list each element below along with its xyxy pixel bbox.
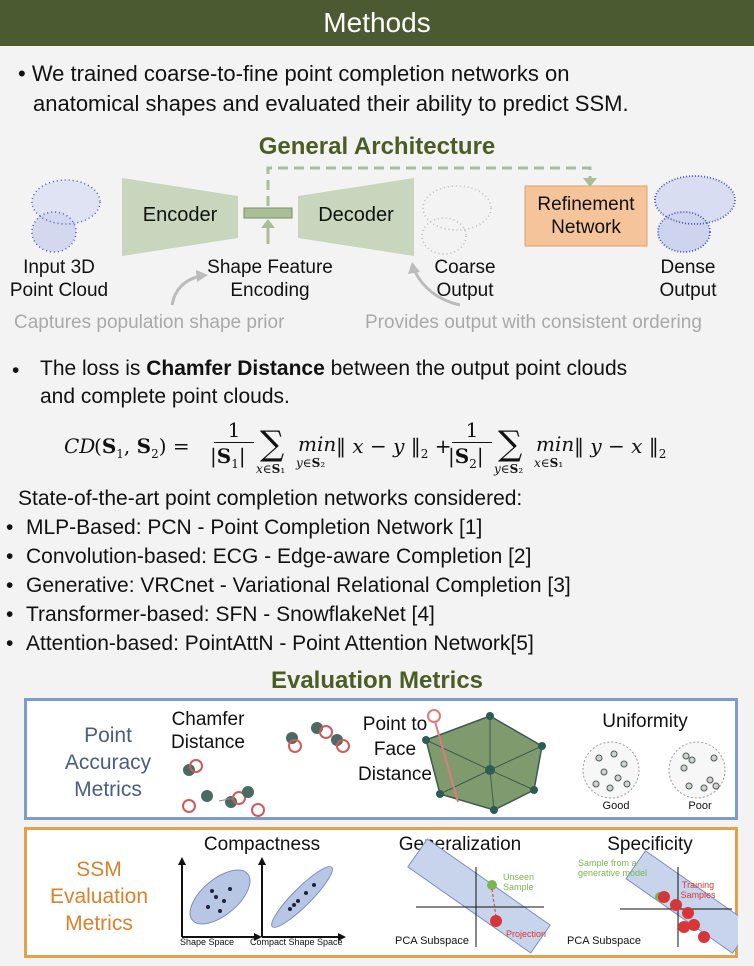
input-label: Input 3D Point Cloud: [9, 257, 109, 301]
loss-post: between the output point clouds: [324, 357, 628, 380]
refinement-label: Refinement Network: [537, 194, 635, 238]
caption-right: Provides output with consistent ordering: [365, 312, 702, 333]
decoder-label: Decoder: [318, 204, 394, 226]
uniformity-illustration: [582, 741, 726, 799]
refinement-block: [524, 185, 648, 247]
sample-generative-label: Sample from a generative model: [578, 858, 648, 878]
list-item: Attention-based: PointAttN - Point Atten…: [0, 629, 740, 658]
networks-heading: State-of-the-art point completion networ…: [18, 487, 523, 510]
list-item: Generative: VRCnet - Variational Relatio…: [0, 571, 740, 600]
shape-space-label: Shape Space: [180, 937, 235, 947]
architecture-diagram: [31, 166, 736, 307]
compact-shape-space-label: Compact Shape Space: [250, 937, 343, 947]
chamfer-label: Chamfer Distance: [171, 709, 245, 753]
networks-list: MLP-Based: PCN - Point Completion Networ…: [0, 513, 740, 658]
skip-connection-arrow: [266, 166, 592, 206]
caption-left: Captures population shape prior: [14, 312, 285, 333]
encoder-block: [122, 178, 238, 256]
dense-output-image: [654, 175, 736, 253]
point-to-face-illustration: [422, 709, 546, 814]
pca-subspace-label-spec: PCA Subspace: [567, 935, 641, 947]
feature-encoding-bar: [243, 207, 293, 219]
accuracy-illustrations: [182, 709, 726, 817]
list-item: MLP-Based: PCN - Point Completion Networ…: [0, 513, 740, 542]
uniformity-poor-label: Poor: [688, 800, 712, 812]
loss-line-1: The loss is Chamfer Distance between the…: [40, 355, 627, 383]
loss-bullet: •: [12, 359, 20, 382]
list-item: Transformer-based: SFN - SnowflakeNet [4…: [0, 600, 740, 629]
intro-line-1: • We trained coarse-to-fine point comple…: [18, 61, 570, 86]
loss-line-2: and complete point clouds.: [40, 385, 290, 408]
training-samples-label: Training Samples: [680, 880, 716, 900]
loss-pre: The loss is: [40, 357, 147, 380]
page-title: Methods: [0, 0, 754, 46]
intro-line-2: anatomical shapes and evaluated their ab…: [33, 91, 629, 116]
list-item: Convolution-based: ECG - Edge-aware Comp…: [0, 542, 740, 571]
ssm-label: SSM Evaluation Metrics: [49, 858, 149, 935]
p2f-label: Point to Face Distance: [358, 714, 432, 785]
uniformity-label: Uniformity: [602, 711, 688, 732]
projection-label: Projection: [506, 929, 547, 939]
compactness-label: Compactness: [203, 834, 321, 855]
compactness-illustration: [178, 857, 346, 941]
ssm-illustrations: [178, 838, 738, 954]
caption-arrow-right: [412, 269, 461, 307]
point-accuracy-label: Point Accuracy Metrics: [64, 724, 152, 801]
pca-subspace-label-gen: PCA Subspace: [395, 935, 469, 947]
chamfer-illustration: [182, 722, 350, 817]
feature-label: Shape Feature Encoding: [207, 257, 333, 301]
uniformity-good-label: Good: [602, 800, 630, 812]
specificity-label: Specificity: [607, 834, 693, 855]
unseen-sample-label: Unseen Sample: [503, 872, 535, 892]
loss-bold: Chamfer Distance: [146, 357, 325, 380]
coarse-output-image: [421, 185, 492, 255]
generalization-illustration: [407, 838, 551, 954]
specificity-illustration: [620, 850, 738, 954]
decoder-block: [298, 178, 414, 256]
evaluation-title: Evaluation Metrics: [270, 667, 484, 694]
encoder-label: Encoder: [142, 204, 218, 226]
input-point-cloud-image: [31, 179, 101, 253]
dense-label: Dense Output: [659, 257, 717, 301]
coarse-label: Coarse Output: [434, 257, 496, 301]
caption-arrow-left: [170, 274, 201, 306]
architecture-title: General Architecture: [258, 133, 496, 160]
ssm-panel: [24, 827, 738, 958]
